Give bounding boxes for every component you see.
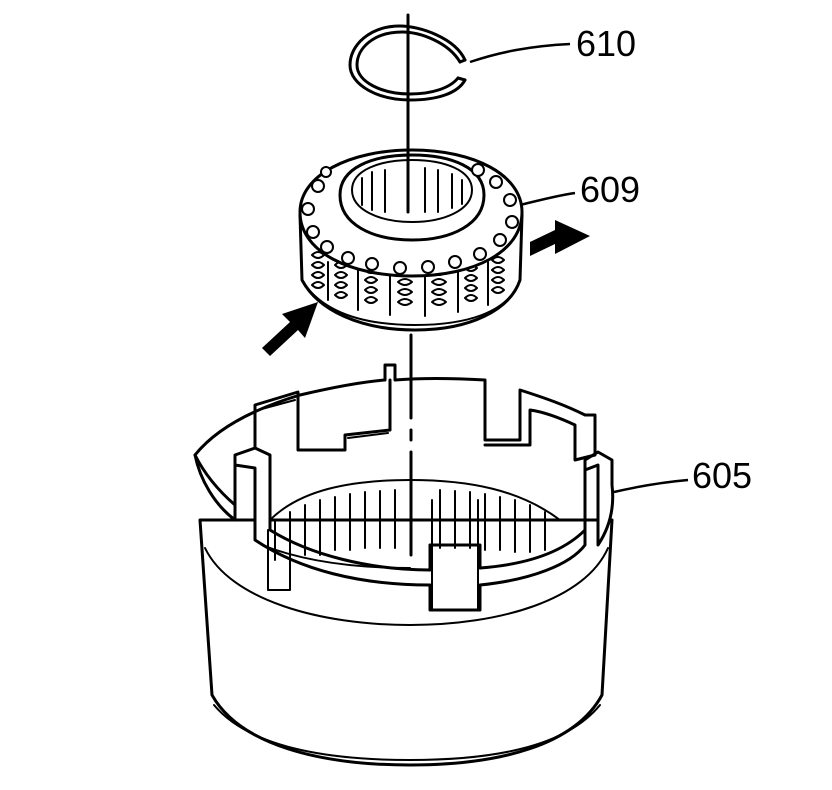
housing	[193, 363, 615, 767]
arrow-icon	[530, 220, 590, 256]
housing-outer-edge	[204, 547, 609, 626]
spring-retainer-inner-springs	[361, 167, 463, 213]
housing-back-rim	[193, 363, 597, 462]
housing-internal-splines	[261, 489, 546, 611]
housing-bottom-rim	[213, 704, 601, 761]
housing-back-lug-left	[253, 378, 392, 452]
snap-ring	[348, 24, 467, 102]
housing-front-rim	[193, 446, 615, 612]
leader-line-605	[613, 478, 689, 494]
callout-610: 610	[576, 23, 636, 64]
snap-ring-outer	[348, 24, 467, 102]
spring-assembly	[298, 148, 524, 332]
leader-line-610	[469, 42, 571, 64]
callout-605: 605	[692, 455, 752, 496]
callout-609: 609	[580, 169, 640, 210]
snap-ring-inner	[355, 30, 462, 96]
arrow-icon	[262, 302, 318, 356]
housing-back-lug-inner	[257, 399, 389, 439]
spring-retainer-holes	[301, 163, 519, 275]
assembly-axis	[406, 13, 413, 557]
spring-cage-bottom-ring	[304, 284, 519, 326]
housing-inner-rim	[269, 479, 561, 521]
spring-retainer-inner-hub	[338, 153, 486, 242]
spring-retainer-hub-inner-edge	[351, 159, 473, 223]
leader-line-609	[519, 191, 576, 207]
